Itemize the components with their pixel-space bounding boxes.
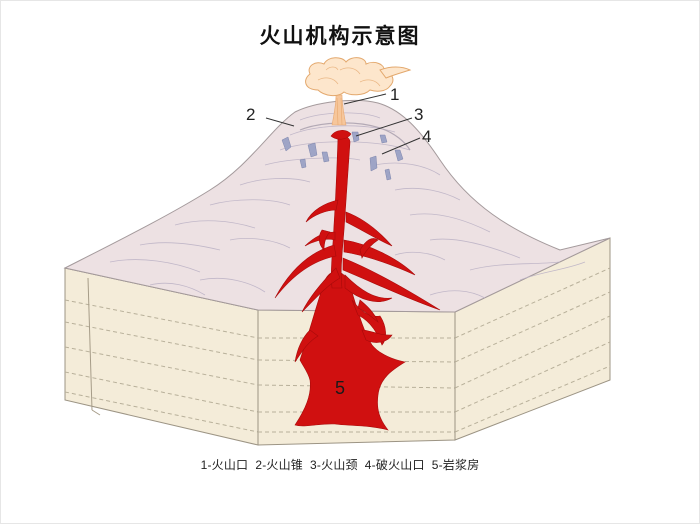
dike-branch bbox=[294, 329, 319, 363]
legend-caption: 1-火山口 2-火山锥 3-火山颈 4-破火山口 5-岩浆房 bbox=[200, 458, 480, 472]
magma-system bbox=[274, 130, 441, 431]
diagram-title: 火山机构示意图 bbox=[259, 23, 421, 48]
dike-branch bbox=[318, 229, 331, 251]
dike-branch bbox=[301, 267, 341, 313]
dike-branch bbox=[274, 244, 337, 299]
callout-1: 1 bbox=[390, 85, 400, 104]
leader-3 bbox=[355, 117, 413, 137]
dike-branch bbox=[342, 257, 441, 311]
dike-branch bbox=[357, 299, 379, 323]
callout-2: 2 bbox=[246, 105, 256, 124]
ash-cloud bbox=[305, 57, 412, 97]
dike-branch bbox=[305, 199, 339, 223]
callout-3: 3 bbox=[414, 105, 424, 124]
callout-4: 4 bbox=[422, 127, 432, 146]
dike-branch bbox=[359, 238, 379, 259]
leader-4 bbox=[381, 137, 421, 155]
callout-5: 5 bbox=[335, 378, 346, 398]
dike-branch bbox=[345, 211, 393, 247]
dike-branch bbox=[361, 329, 393, 343]
callout-leaders bbox=[265, 93, 421, 155]
dike-branch bbox=[344, 274, 393, 302]
leader-2 bbox=[265, 117, 295, 127]
leader-1 bbox=[343, 93, 387, 105]
crater bbox=[330, 130, 352, 140]
eruption-column bbox=[331, 94, 347, 126]
